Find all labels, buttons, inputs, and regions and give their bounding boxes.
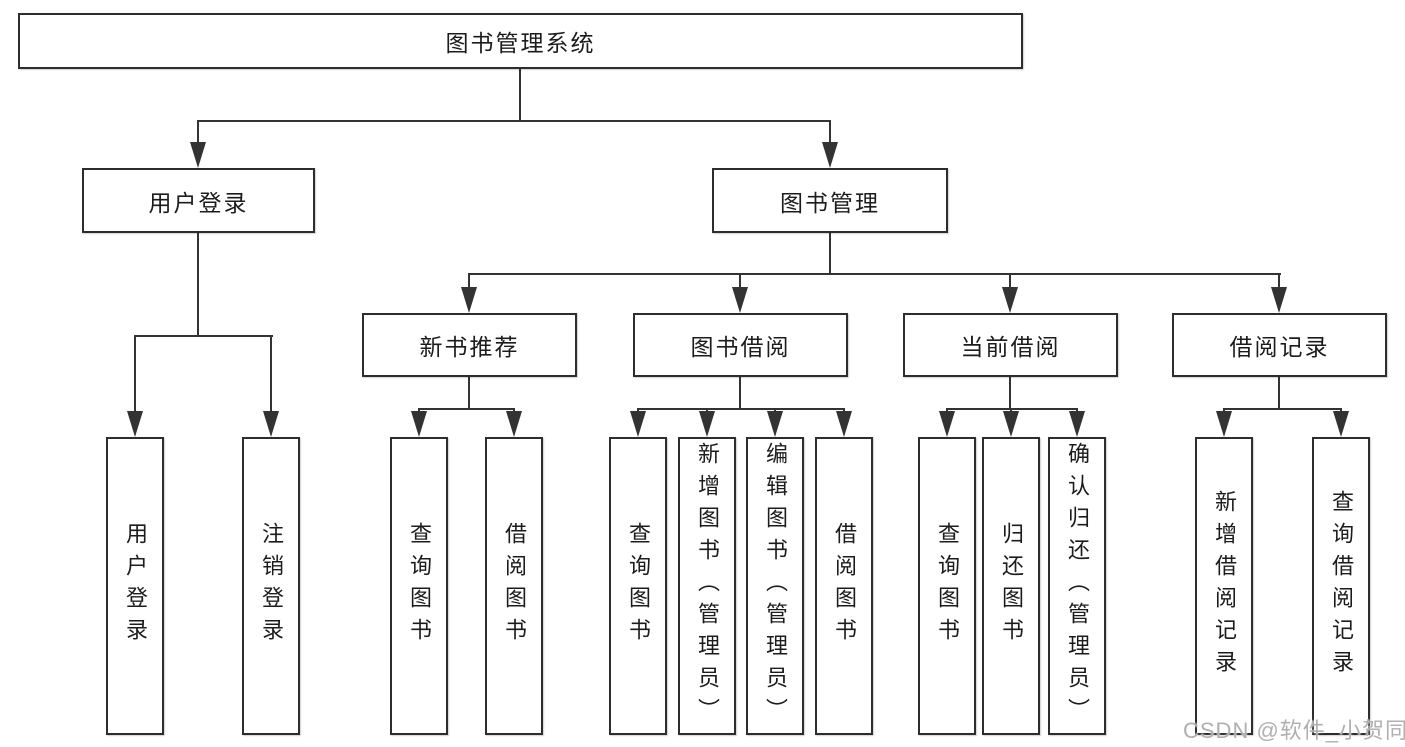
- connector-book-mgmt-drop-1: [468, 273, 470, 289]
- arrow-down-icon: [1003, 411, 1019, 437]
- leaf-nb-query-books-label: 查询图书: [407, 522, 432, 650]
- node-book-borrowing-label: 图书借阅: [690, 334, 791, 360]
- leaf-bb-edit-books-admin: 编辑图书（管理员）: [746, 437, 804, 735]
- connector-root-bar: [197, 120, 831, 122]
- leaf-cb-confirm-return-admin: 确认归还（管理员）: [1048, 437, 1106, 735]
- leaf-bb-borrow-books-label: 借阅图书: [832, 522, 857, 650]
- connector-book-borrowing-stem: [739, 375, 741, 410]
- leaf-logout-label: 注销登录: [259, 522, 284, 650]
- leaf-bb-query-books: 查询图书: [609, 437, 667, 735]
- connector-book-borrowing-drop-3: [774, 408, 776, 413]
- arrow-down-icon: [411, 411, 427, 437]
- arrow-down-icon: [732, 287, 748, 313]
- connector-current-borrowing-stem: [1009, 375, 1011, 410]
- leaf-br-add-record: 新增借阅记录: [1195, 437, 1253, 735]
- node-library-system: 图书管理系统: [18, 13, 1023, 69]
- connector-new-book-drop-1: [418, 408, 420, 413]
- arrow-down-icon: [1271, 287, 1287, 313]
- arrow-down-icon: [822, 142, 838, 168]
- arrow-down-icon: [1069, 411, 1085, 437]
- connector-current-borrowing-drop-3: [1076, 408, 1078, 413]
- arrow-down-icon: [1333, 411, 1349, 437]
- connector-book-borrowing-bar: [637, 408, 845, 410]
- leaf-cb-query-books-label: 查询图书: [935, 522, 960, 650]
- arrow-down-icon: [630, 411, 646, 437]
- leaf-nb-query-books: 查询图书: [390, 437, 448, 735]
- connector-borrow-records-stem: [1278, 375, 1280, 410]
- node-current-borrowing-label: 当前借阅: [960, 334, 1061, 360]
- leaf-bb-borrow-books: 借阅图书: [815, 437, 873, 735]
- connector-borrow-records-bar: [1223, 408, 1342, 410]
- connector-user-login-stem: [197, 231, 199, 337]
- connector-current-borrowing-bar: [946, 408, 1078, 410]
- connector-user-login-drop-2: [270, 335, 272, 413]
- connector-book-mgmt-drop-2: [739, 273, 741, 289]
- node-borrow-records-label: 借阅记录: [1229, 334, 1330, 360]
- node-new-book-recommend-label: 新书推荐: [419, 334, 520, 360]
- connector-book-mgmt-stem: [829, 231, 831, 275]
- leaf-br-add-record-label: 新增借阅记录: [1212, 490, 1237, 682]
- connector-user-login-bar: [134, 335, 273, 337]
- connector-root-stem: [519, 66, 521, 122]
- arrow-down-icon: [1216, 411, 1232, 437]
- leaf-nb-borrow-books: 借阅图书: [485, 437, 543, 735]
- leaf-bb-edit-books-admin-label: 编辑图书（管理员）: [763, 442, 788, 730]
- leaf-user-login-label: 用户登录: [123, 522, 148, 650]
- leaf-cb-return-books-label: 归还图书: [999, 522, 1024, 650]
- connector-borrow-records-drop-2: [1340, 408, 1342, 413]
- connector-borrow-records-drop-1: [1223, 408, 1225, 413]
- arrow-down-icon: [506, 411, 522, 437]
- connector-user-login-drop-1: [134, 335, 136, 413]
- connector-new-book-bar: [418, 408, 515, 410]
- arrow-down-icon: [1002, 287, 1018, 313]
- node-user-login-label: 用户登录: [148, 189, 249, 216]
- leaf-nb-borrow-books-label: 借阅图书: [502, 522, 527, 650]
- connector-current-borrowing-drop-2: [1010, 408, 1012, 413]
- node-library-system-label: 图书管理系统: [445, 30, 596, 56]
- arrow-down-icon: [461, 287, 477, 313]
- connector-book-mgmt-drop-4: [1278, 273, 1280, 289]
- leaf-bb-add-books-admin: 新增图书（管理员）: [678, 437, 736, 735]
- node-user-login: 用户登录: [82, 168, 315, 233]
- connector-book-borrowing-drop-1: [637, 408, 639, 413]
- arrow-down-icon: [767, 411, 783, 437]
- connector-current-borrowing-drop-1: [946, 408, 948, 413]
- node-new-book-recommend: 新书推荐: [362, 313, 577, 377]
- arrow-down-icon: [263, 411, 279, 437]
- connector-new-book-stem: [468, 375, 470, 410]
- leaf-bb-query-books-label: 查询图书: [626, 522, 651, 650]
- node-book-management: 图书管理: [712, 168, 948, 233]
- leaf-br-query-record: 查询借阅记录: [1312, 437, 1370, 735]
- node-book-management-label: 图书管理: [780, 189, 880, 216]
- connector-new-book-drop-2: [513, 408, 515, 413]
- leaf-cb-query-books: 查询图书: [918, 437, 976, 735]
- connector-book-mgmt-bar: [468, 273, 1281, 275]
- leaf-cb-return-books: 归还图书: [982, 437, 1040, 735]
- leaf-br-query-record-label: 查询借阅记录: [1329, 490, 1354, 682]
- leaf-user-login: 用户登录: [106, 437, 164, 735]
- leaf-logout: 注销登录: [242, 437, 300, 735]
- leaf-bb-add-books-admin-label: 新增图书（管理员）: [695, 442, 720, 730]
- leaf-cb-confirm-return-admin-label: 确认归还（管理员）: [1065, 442, 1090, 730]
- csdn-watermark: CSDN @软件_小贺同学: [1183, 718, 1405, 743]
- connector-book-borrowing-drop-2: [706, 408, 708, 413]
- node-borrow-records: 借阅记录: [1172, 313, 1387, 377]
- arrow-down-icon: [836, 411, 852, 437]
- arrow-down-icon: [190, 142, 206, 168]
- node-book-borrowing: 图书借阅: [633, 313, 848, 377]
- connector-book-borrowing-drop-4: [843, 408, 845, 413]
- connector-book-mgmt-drop-3: [1009, 273, 1011, 289]
- connector-root-drop-right: [829, 120, 831, 144]
- arrow-down-icon: [127, 411, 143, 437]
- arrow-down-icon: [939, 411, 955, 437]
- arrow-down-icon: [699, 411, 715, 437]
- node-current-borrowing: 当前借阅: [903, 313, 1118, 377]
- connector-root-drop-left: [197, 120, 199, 144]
